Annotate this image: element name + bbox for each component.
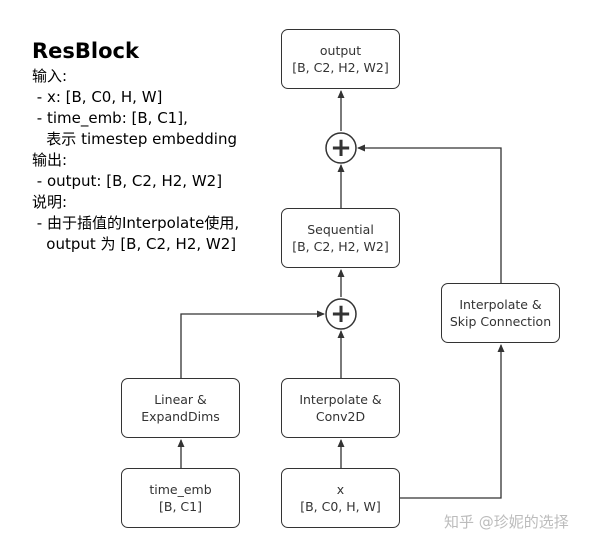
add-circle-icon (325, 298, 357, 330)
add-symbol: + (330, 299, 352, 329)
node-linear-expand-line1: Linear & (154, 392, 207, 407)
description-panel: ResBlock 输入: - x: [B, C0, H, W] - time_e… (32, 38, 280, 255)
add-symbol: + (330, 133, 352, 163)
description-line: - 由于插值的Interpolate使用, (32, 214, 240, 232)
add-operator: + (325, 298, 357, 330)
node-output: output [B, C2, H2, W2] (281, 29, 400, 89)
node-interpolate-conv-line1: Interpolate & (299, 392, 382, 407)
add-circle-icon (325, 132, 357, 164)
node-linear-expand-line2: ExpandDims (141, 409, 220, 424)
node-output-shape: [B, C2, H2, W2] (292, 60, 389, 75)
description-line: - output: [B, C2, H2, W2] (32, 172, 223, 190)
node-sequential: Sequential [B, C2, H2, W2] (281, 208, 400, 268)
edge-linear-to-add1 (180, 310, 325, 378)
node-interpolate-conv-line2: Conv2D (315, 409, 366, 424)
description-title: ResBlock (32, 39, 139, 63)
description-line: - time_emb: [B, C1], (32, 109, 188, 127)
description-line: 输入: (32, 67, 68, 85)
description-line: 说明: (32, 193, 68, 211)
node-interpolate-skip: Interpolate & Skip Connection (441, 283, 560, 343)
edge-interp-skip-to-add2 (357, 144, 502, 283)
add-operator: + (325, 132, 357, 164)
node-sequential-shape: [B, C2, H2, W2] (292, 239, 389, 254)
node-time-emb: time_emb [B, C1] (121, 468, 240, 528)
node-x: x [B, C0, H, W] (281, 468, 400, 528)
node-interpolate-skip-line1: Interpolate & (459, 297, 542, 312)
node-x-shape: [B, C0, H, W] (300, 499, 381, 514)
description-line: 输出: (32, 151, 68, 169)
node-x-name: x (336, 482, 345, 497)
node-output-name: output (319, 43, 362, 58)
node-linear-expand: Linear & ExpandDims (121, 378, 240, 438)
node-sequential-name: Sequential (307, 222, 374, 237)
node-time-emb-shape: [B, C1] (159, 499, 202, 514)
description-line: output 为 [B, C2, H2, W2] (32, 235, 237, 253)
description-line: 表示 timestep embedding (32, 130, 238, 148)
node-interpolate-conv: Interpolate & Conv2D (281, 378, 400, 438)
watermark: 知乎 @珍妮的选择 (444, 513, 569, 531)
node-interpolate-skip-line2: Skip Connection (449, 314, 552, 329)
edge-x-to-interp-skip (400, 344, 505, 499)
description-line: - x: [B, C0, H, W] (32, 88, 163, 106)
node-time-emb-name: time_emb (149, 482, 212, 497)
